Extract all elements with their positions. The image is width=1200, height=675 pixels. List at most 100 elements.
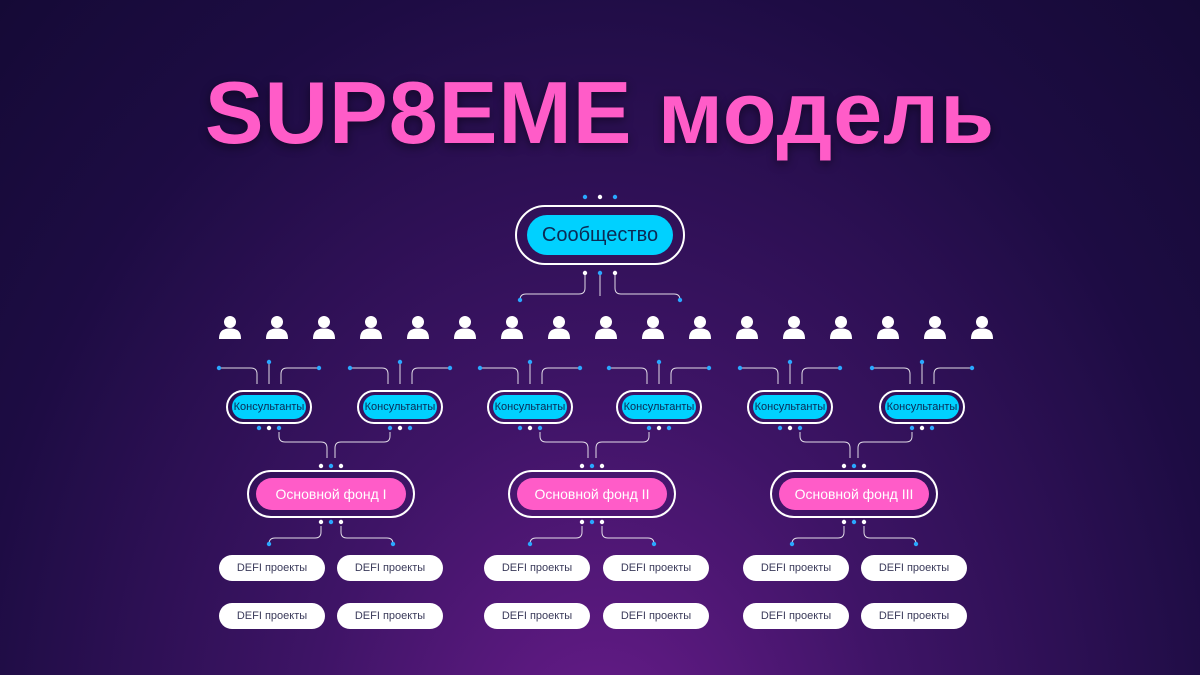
- connector-line: [529, 526, 583, 545]
- connector-dot: [527, 541, 533, 547]
- fund-node-1: Основной фонд I: [247, 470, 415, 518]
- person-icon: [593, 314, 619, 340]
- defi-project: DEFI проекты: [219, 555, 325, 581]
- connector-line: [334, 432, 391, 458]
- defi-project: DEFI проекты: [484, 603, 590, 629]
- connector-dot: [477, 365, 483, 371]
- person-icon: [969, 314, 995, 340]
- connector-dot: [677, 297, 683, 303]
- fund-label: Основной фонд I: [256, 478, 406, 510]
- connector-dot: [397, 359, 403, 365]
- connector-dot: [517, 297, 523, 303]
- connector-dot: [861, 463, 867, 469]
- connector-dot: [841, 519, 847, 525]
- connector-line: [872, 367, 911, 384]
- defi-project: DEFI проекты: [861, 603, 967, 629]
- connector-dot: [606, 365, 612, 371]
- connector-dot: [537, 425, 543, 431]
- defi-project: DEFI проекты: [603, 603, 709, 629]
- connector-dot: [599, 463, 605, 469]
- connector-dot: [929, 425, 935, 431]
- person-icon: [311, 314, 337, 340]
- connector-line: [595, 432, 650, 458]
- connector-dot: [216, 365, 222, 371]
- connector-dot: [851, 463, 857, 469]
- connector-dot: [347, 365, 353, 371]
- connector-line: [268, 526, 322, 545]
- connector-dot: [276, 425, 282, 431]
- connector-dot: [777, 425, 783, 431]
- connector-dot: [328, 519, 334, 525]
- connector-line: [799, 432, 851, 458]
- connector-dot: [390, 541, 396, 547]
- connector-dot: [612, 194, 618, 200]
- connector-dot: [517, 425, 523, 431]
- connector-dot: [789, 541, 795, 547]
- connector-dot: [646, 425, 652, 431]
- connector-line: [801, 367, 840, 384]
- person-icon: [546, 314, 572, 340]
- connector-dot: [266, 541, 272, 547]
- connector-dot: [666, 425, 672, 431]
- connector-line: [278, 432, 328, 458]
- connector-dot: [328, 463, 334, 469]
- connector-dot: [266, 359, 272, 365]
- consultant-label: Консультанты: [622, 395, 696, 419]
- connector-dot: [787, 359, 793, 365]
- connector-dot: [589, 463, 595, 469]
- connector-line: [740, 367, 779, 384]
- connector-dot: [919, 359, 925, 365]
- connector-dot: [318, 519, 324, 525]
- fund-node-3: Основной фонд III: [770, 470, 938, 518]
- connector-line: [280, 367, 319, 384]
- fund-label: Основной фонд II: [517, 478, 667, 510]
- consultant-node-5: Консультанты: [747, 390, 833, 424]
- connector-line: [670, 367, 709, 384]
- slide-title: SUP8EME модель: [204, 63, 996, 162]
- connector-dot: [737, 365, 743, 371]
- connector-dot: [656, 359, 662, 365]
- connector-dot: [338, 463, 344, 469]
- person-icon: [781, 314, 807, 340]
- defi-project: DEFI проекты: [603, 555, 709, 581]
- consultant-node-4: Консультанты: [616, 390, 702, 424]
- consultant-node-2: Консультанты: [357, 390, 443, 424]
- connector-line: [539, 432, 589, 458]
- consultant-label: Консультанты: [753, 395, 827, 419]
- person-icon: [358, 314, 384, 340]
- consultant-node-6: Консультанты: [879, 390, 965, 424]
- connector-dot: [969, 365, 975, 371]
- connector-dot: [706, 365, 712, 371]
- connector-line: [857, 432, 913, 458]
- consultant-label: Консультанты: [885, 395, 959, 419]
- community-node: Сообщество: [515, 205, 685, 265]
- connector-dot: [597, 270, 603, 276]
- connector-line: [519, 273, 586, 301]
- connector-dot: [318, 463, 324, 469]
- connector-line: [350, 367, 389, 384]
- connector-dot: [407, 425, 413, 431]
- connector-dot: [577, 365, 583, 371]
- person-icon: [734, 314, 760, 340]
- connector-dot: [861, 519, 867, 525]
- connector-dot: [599, 519, 605, 525]
- connector-line: [863, 526, 917, 545]
- fund-label: Основной фонд III: [779, 478, 929, 510]
- connector-dot: [919, 425, 925, 431]
- connector-dot: [447, 365, 453, 371]
- consultant-node-1: Консультанты: [226, 390, 312, 424]
- person-icon: [405, 314, 431, 340]
- connector-dot: [579, 519, 585, 525]
- person-icon: [499, 314, 525, 340]
- connector-dot: [256, 425, 262, 431]
- connector-line: [541, 367, 580, 384]
- consultant-label: Консультанты: [493, 395, 567, 419]
- defi-project: DEFI проекты: [484, 555, 590, 581]
- defi-project: DEFI проекты: [219, 603, 325, 629]
- connector-dot: [869, 365, 875, 371]
- connector-dot: [787, 425, 793, 431]
- connector-dot: [387, 425, 393, 431]
- person-icon: [640, 314, 666, 340]
- person-icon: [828, 314, 854, 340]
